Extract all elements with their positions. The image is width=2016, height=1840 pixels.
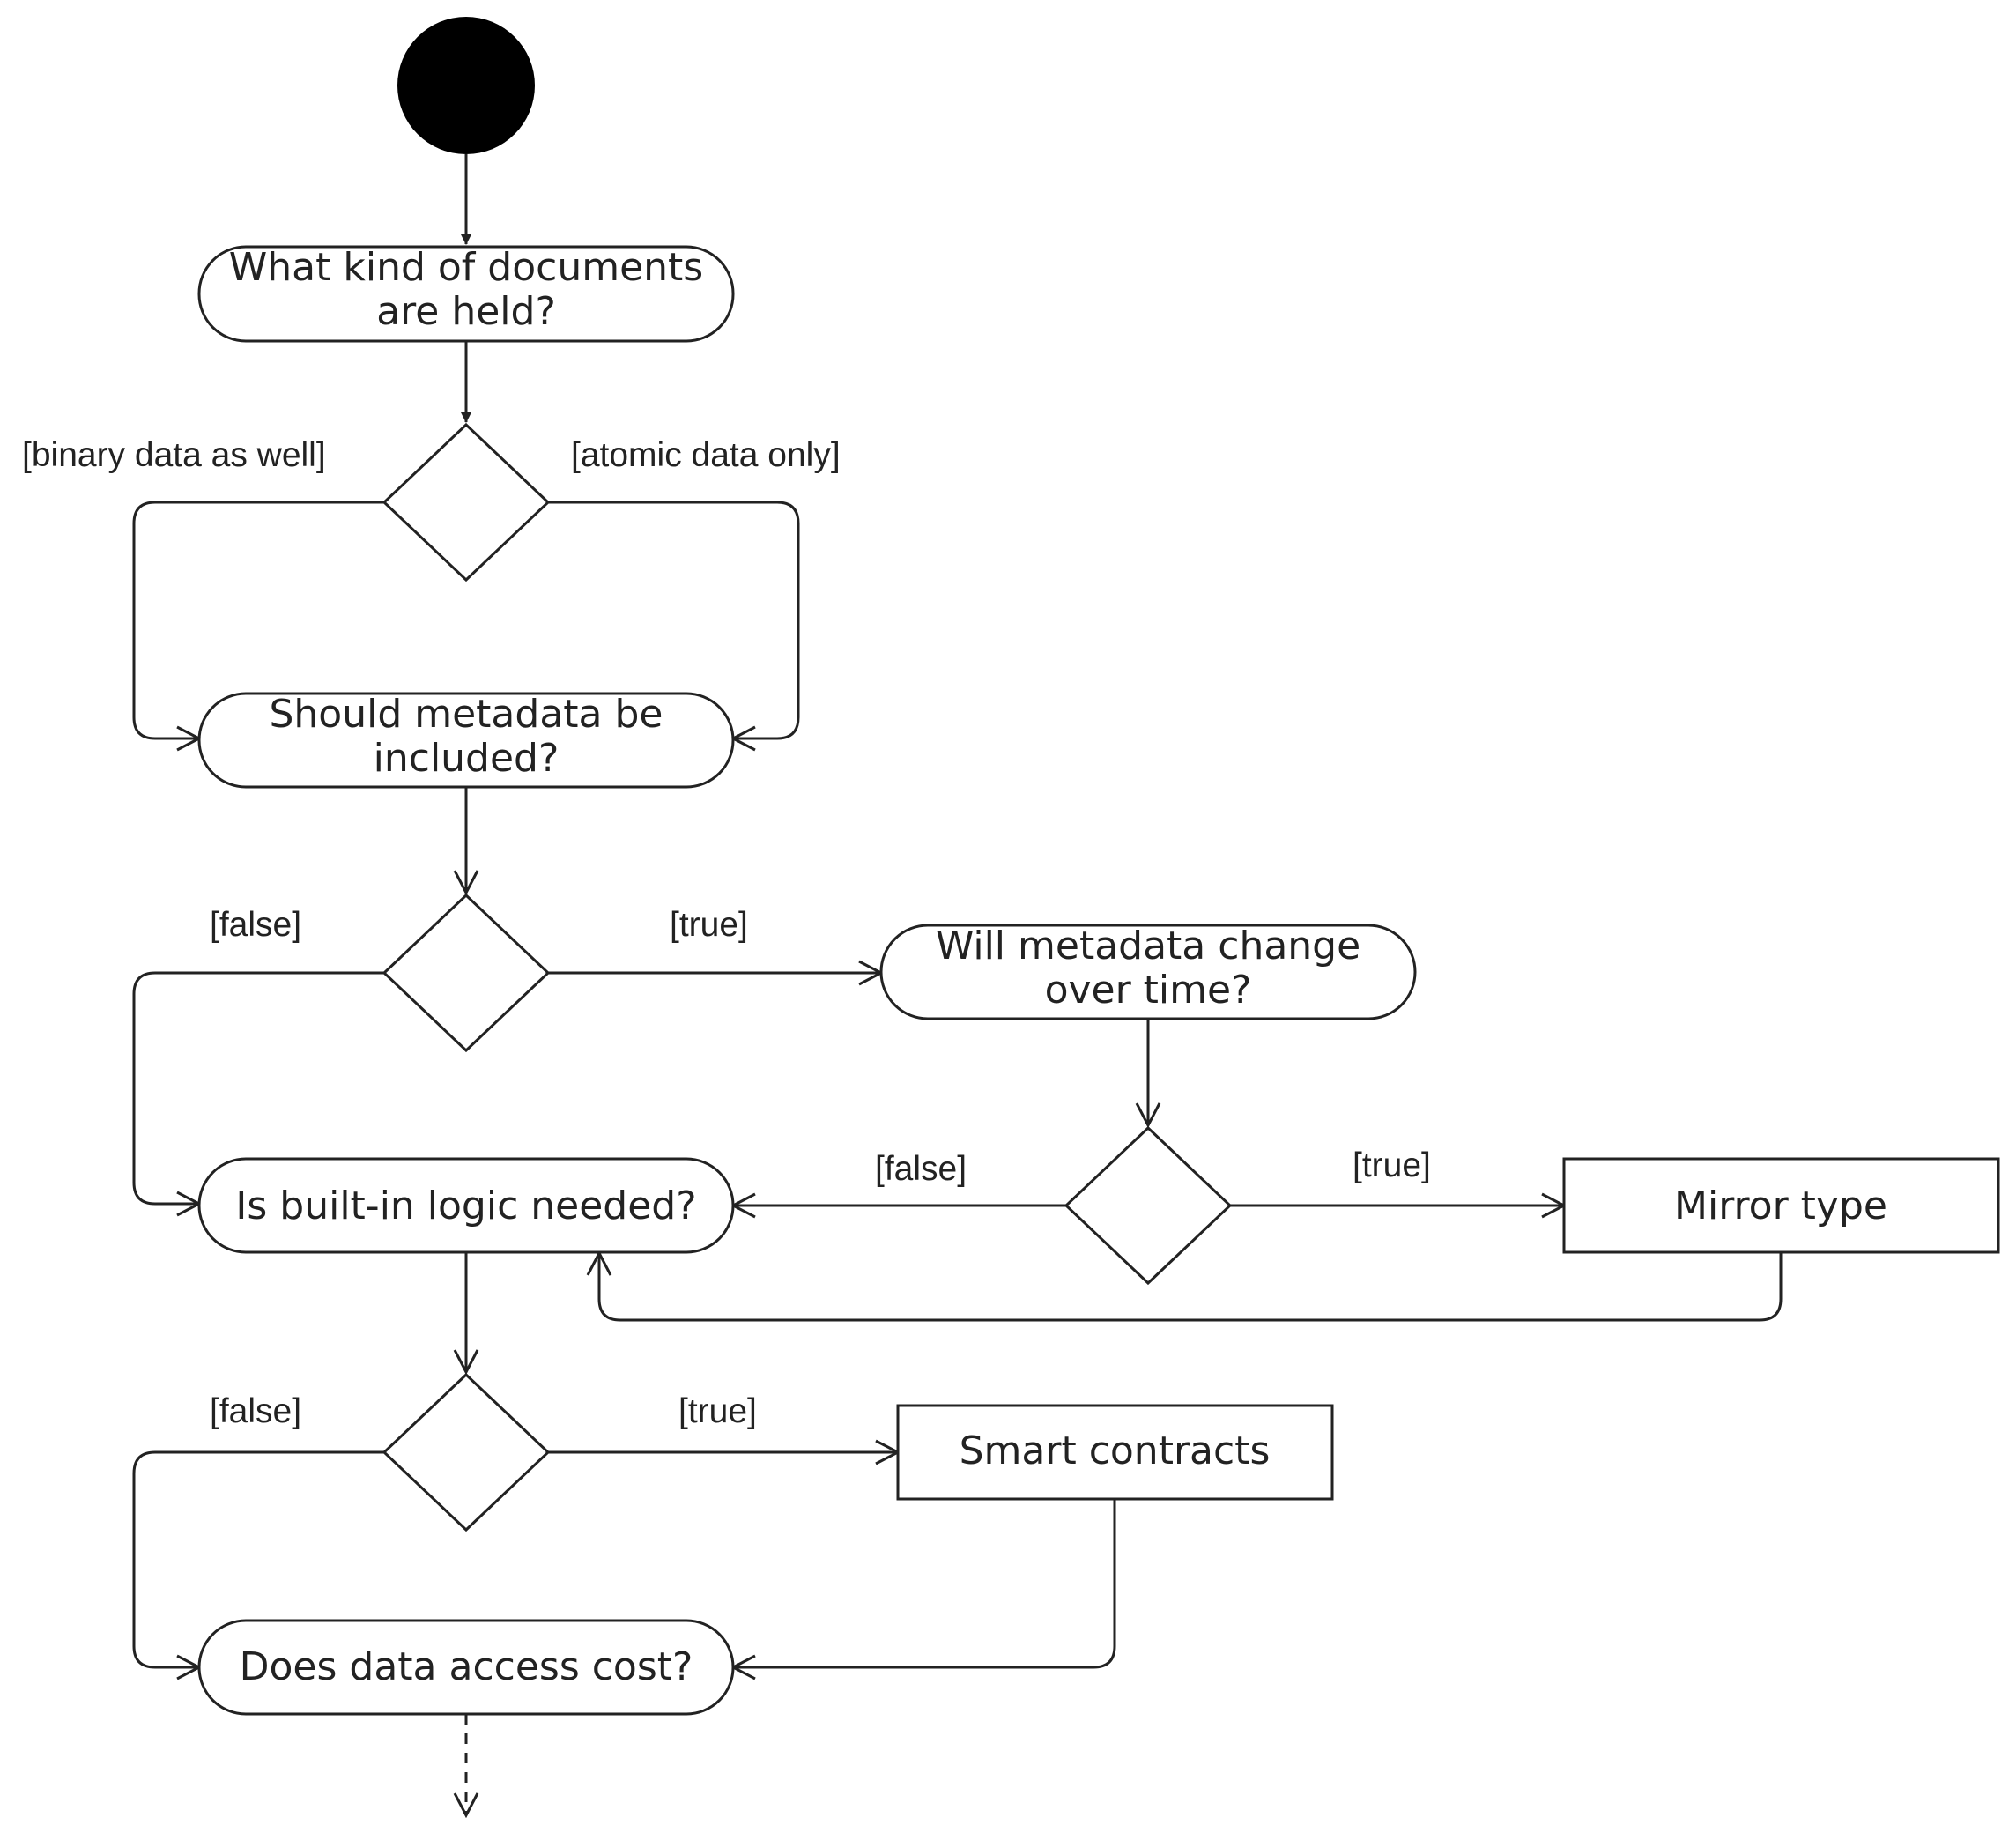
decision-document-type <box>382 422 551 582</box>
activity-documents-line-2: are held? <box>376 289 556 334</box>
decision-logic <box>382 1372 551 1532</box>
edge-smart-contracts-to-access <box>733 1499 1116 1667</box>
activity-access-cost-label: Does data access cost? <box>240 1644 693 1689</box>
edge-mirror-to-logic <box>599 1252 1783 1322</box>
decision-metadata-change <box>1064 1125 1233 1286</box>
guard-logic-false: [false] <box>210 1392 301 1430</box>
start-node <box>397 17 535 154</box>
guard-metadata-false: [false] <box>210 906 301 944</box>
edge-logic-false-to-access <box>132 1450 384 1667</box>
guard-change-true: [true] <box>1353 1146 1431 1184</box>
activity-access-cost: Does data access cost? <box>197 1619 735 1716</box>
action-mirror-type-label: Mirror type <box>1674 1183 1887 1228</box>
activity-metadata: Should metadata be included? <box>197 692 735 789</box>
activity-metadata-line-2: included? <box>374 736 560 781</box>
action-smart-contracts: Smart contracts <box>896 1404 1334 1501</box>
decision-include-metadata <box>382 893 551 1053</box>
activity-documents-line-1: What kind of documents <box>229 245 703 290</box>
guard-binary-data: [binary data as well] <box>22 436 326 474</box>
guard-logic-true: [true] <box>678 1392 757 1430</box>
edge-binary-to-metadata <box>132 501 384 738</box>
activity-logic: Is built-in logic needed? <box>197 1157 735 1254</box>
action-smart-contracts-label: Smart contracts <box>960 1428 1271 1473</box>
edge-metadata-false-to-logic <box>132 971 384 1204</box>
activity-metadata-line-1: Should metadata be <box>269 692 663 737</box>
activity-metadata-change: Will metadata change over time? <box>879 924 1417 1020</box>
guard-metadata-true: [true] <box>670 906 748 944</box>
edge-atomic-to-metadata <box>548 501 800 738</box>
activity-metadata-change-line-2: over time? <box>1045 968 1252 1013</box>
guard-atomic-data: [atomic data only] <box>571 436 841 474</box>
activity-documents: What kind of documents are held? <box>197 245 735 343</box>
activity-logic-label: Is built-in logic needed? <box>235 1183 696 1228</box>
guard-change-false: [false] <box>875 1150 967 1188</box>
activity-metadata-change-line-1: Will metadata change <box>936 924 1360 968</box>
action-mirror-type: Mirror type <box>1562 1157 2000 1254</box>
